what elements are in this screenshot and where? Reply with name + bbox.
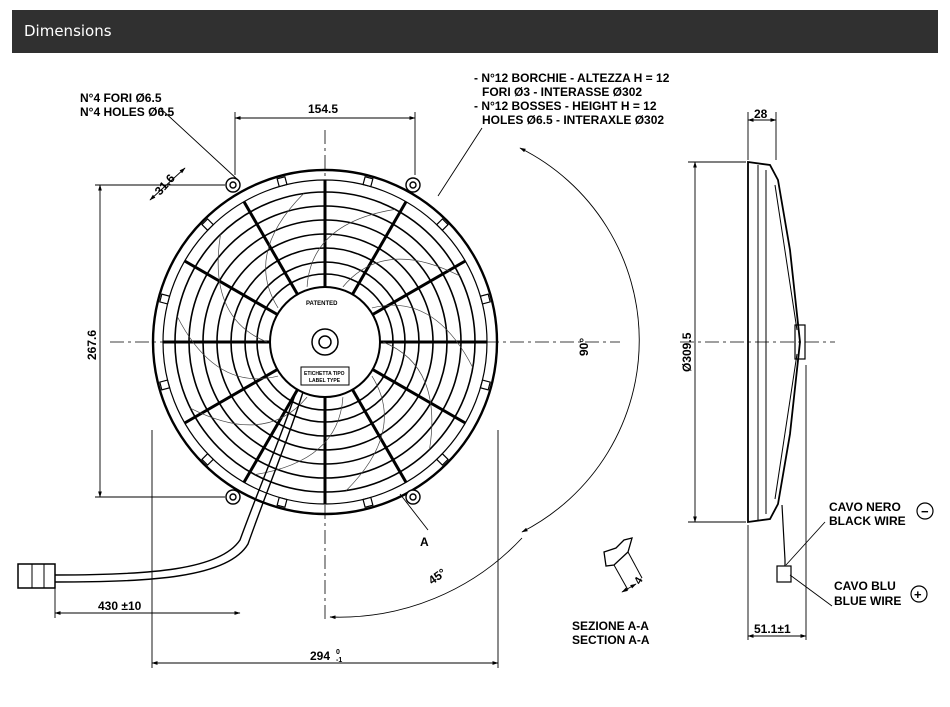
bosses-note-it-1: - N°12 BORCHIE - ALTEZZA H = 12 xyxy=(474,71,670,85)
grill-spokes xyxy=(163,180,487,504)
black-wire-symbol: − xyxy=(921,504,929,519)
section-header: Dimensions xyxy=(12,10,938,53)
hub-label-en: LABEL TYPE xyxy=(309,378,341,384)
section-marker: A xyxy=(420,535,429,549)
dim-cable-length: 430 ±10 xyxy=(98,599,142,613)
holes-note-en: N°4 HOLES Ø6.5 xyxy=(80,105,174,119)
cable-upper xyxy=(54,391,297,576)
black-wire-it: CAVO NERO xyxy=(829,500,901,514)
section-aa-drawing xyxy=(603,537,643,593)
dim-overall-tol-bottom: -1 xyxy=(336,657,342,664)
blue-wire-symbol: + xyxy=(914,587,922,602)
motor-hub xyxy=(269,286,381,398)
section-title-en: SECTION A-A xyxy=(572,633,650,647)
holes-note-it: N°4 FORI Ø6.5 xyxy=(80,91,162,105)
bosses-note-en-2: HOLES Ø6.5 - INTERAXLE Ø302 xyxy=(482,113,664,127)
minus-icon xyxy=(916,502,934,520)
shaft-ring xyxy=(311,328,339,356)
connector xyxy=(17,563,56,589)
front-view xyxy=(17,130,620,620)
bosses-note-en-1: - N°12 BOSSES - HEIGHT H = 12 xyxy=(474,99,657,113)
label-box xyxy=(300,366,350,386)
cable-lower xyxy=(54,391,304,583)
dim-side-depth: 51.1±1 xyxy=(754,622,791,636)
dim-depth: 28 xyxy=(754,107,768,121)
shaft xyxy=(318,335,332,349)
dim-overall-tol-top: 0 xyxy=(336,649,340,656)
dim-height: 267.6 xyxy=(85,330,99,360)
dim-overall-width: 294 xyxy=(310,649,330,663)
fan-blades xyxy=(176,193,474,491)
plus-icon xyxy=(910,585,928,603)
front-dimension-lines xyxy=(54,107,640,668)
bosses-note-it-2: FORI Ø3 - INTERASSE Ø302 xyxy=(482,85,642,99)
section-title-it: SEZIONE A-A xyxy=(572,619,649,633)
outer-rim xyxy=(151,168,499,516)
dim-top-width: 154.5 xyxy=(308,102,338,116)
black-wire-en: BLACK WIRE xyxy=(829,514,906,528)
dim-angle-45: 45° xyxy=(426,565,449,587)
blue-wire-en: BLUE WIRE xyxy=(834,594,901,608)
dim-angle-90: 90° xyxy=(577,338,591,356)
side-view xyxy=(680,112,835,640)
hub-patented: PATENTED xyxy=(306,301,338,307)
dim-diameter: Ø309.5 xyxy=(680,332,694,372)
section-title: Dimensions xyxy=(24,22,112,40)
annotations: N°4 FORI Ø6.5 N°4 HOLES Ø6.5 - N°12 BORC… xyxy=(80,71,934,664)
dim-slot: 31.6 xyxy=(152,171,178,198)
mounting-holes xyxy=(225,177,421,505)
blue-wire-it: CAVO BLU xyxy=(834,579,896,593)
hub-label-it: ETICHETTA TIPO xyxy=(304,371,345,377)
boss-markers xyxy=(159,176,491,508)
